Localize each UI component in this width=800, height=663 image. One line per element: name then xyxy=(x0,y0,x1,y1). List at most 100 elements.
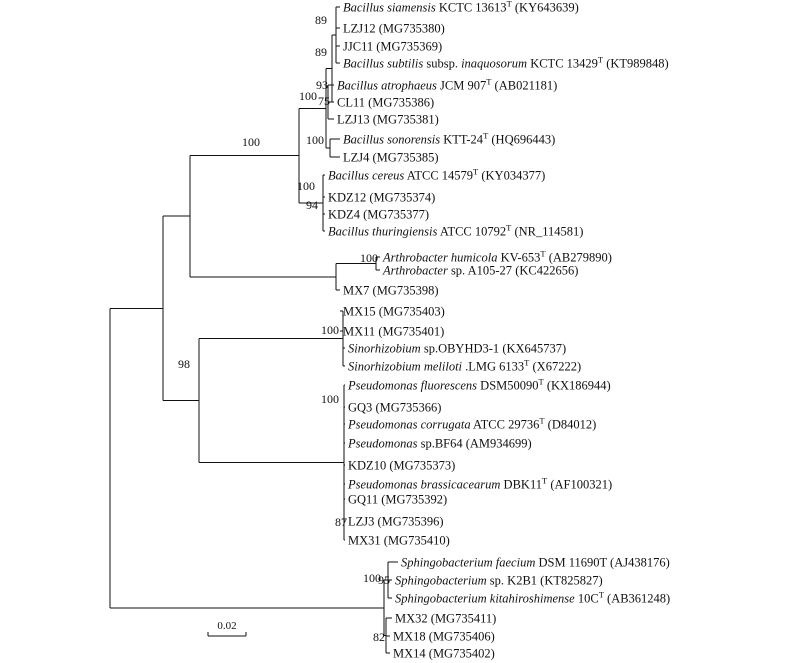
leaf-label-part: MX18 xyxy=(393,630,426,644)
bootstrap-value: 100 xyxy=(297,179,315,193)
bootstrap-value: 95 xyxy=(378,573,390,587)
leaf-label: Sinorhizobium sp.OBYHD3-1 (KX645737) xyxy=(348,342,566,356)
leaf-label: CL11 (MG735386) xyxy=(337,96,434,110)
leaf-label-part: (KC422656) xyxy=(515,264,578,278)
leaf-label-part: Arthrobacter humicola xyxy=(382,251,497,265)
leaf-label: Pseudomonas brassicacearum DBK11T (AF100… xyxy=(347,476,612,492)
bootstrap-value: 100 xyxy=(321,392,339,406)
leaf-label-part: (AB361248) xyxy=(607,592,670,606)
tree-branches xyxy=(109,6,398,654)
leaf-label-part: 10C xyxy=(578,592,599,606)
leaf-label: Sinorhizobium meliloti .LMG 6133T (X6722… xyxy=(348,358,581,374)
type-strain-marker: T xyxy=(507,0,513,9)
leaf-label-part: GQ3 xyxy=(348,401,372,415)
leaf-label-part: (MG735373) xyxy=(389,459,455,473)
leaf-label: KDZ10 (MG735373) xyxy=(348,459,455,473)
leaf-label: MX14 (MG735402) xyxy=(393,647,495,661)
leaf-label: LZJ4 (MG735385) xyxy=(343,151,438,165)
leaf-label: JJC11 (MG735369) xyxy=(343,40,442,54)
leaf-label: MX32 (MG735411) xyxy=(395,612,496,626)
leaf-label-part: (MG735398) xyxy=(373,284,439,298)
leaf-label-part: inaquosorum xyxy=(461,57,527,71)
leaf-label-part: (MG735406) xyxy=(429,630,495,644)
leaf-label-part: .LMG 6133 xyxy=(465,360,524,374)
type-strain-marker: T xyxy=(473,167,479,177)
type-strain-marker: T xyxy=(486,77,492,87)
leaf-label: LZJ3 (MG735396) xyxy=(348,515,443,529)
leaf-label: Bacillus siamensis KCTC 13613T (KY643639… xyxy=(343,0,579,15)
type-strain-marker: T xyxy=(542,476,548,486)
leaf-label-part: (KT989848) xyxy=(606,57,669,71)
leaf-label-part: Bacillus subtilis xyxy=(343,57,423,71)
leaf-label-part: GQ11 xyxy=(348,493,378,507)
leaf-label: Arthrobacter sp. A105-27 (KC422656) xyxy=(382,264,578,278)
bootstrap-value: 75 xyxy=(318,94,330,108)
type-strain-marker: T xyxy=(483,131,489,141)
leaf-label-part: Pseudomonas corrugata xyxy=(347,418,471,432)
leaf-label-part: LZJ3 xyxy=(348,515,374,529)
leaf-label-part: DSM 11690T xyxy=(538,556,607,570)
leaf-label-part: Bacillus thuringiensis xyxy=(328,225,438,239)
bootstrap-value: 94 xyxy=(306,198,318,212)
leaf-label-part: (KY643639) xyxy=(515,1,579,15)
leaf-label-part: MX11 xyxy=(343,325,375,339)
leaf-label-part: (AJ438176) xyxy=(610,556,670,570)
leaf-label-part: (MG735366) xyxy=(375,401,441,415)
leaf-label-part: ATCC 10792 xyxy=(440,225,506,239)
leaf-label-part: KDZ12 xyxy=(328,191,366,205)
leaf-label-part: Sphingobacterium faecium xyxy=(401,556,535,570)
leaf-label-part: MX7 xyxy=(343,284,369,298)
leaf-label-part: (KX645737) xyxy=(502,342,566,356)
leaf-label-part: Bacillus atrophaeus xyxy=(337,79,437,93)
bootstrap-value: 87 xyxy=(335,515,347,529)
leaf-label-part: (MG735396) xyxy=(378,515,444,529)
leaf-label-part: (MG735385) xyxy=(373,151,439,165)
leaf-label-part: LZJ4 xyxy=(343,151,370,165)
type-strain-marker: T xyxy=(539,416,545,426)
leaf-label-part: (MG735392) xyxy=(381,493,447,507)
leaf-label: LZJ13 (MG735381) xyxy=(337,113,439,127)
leaf-label-part: (HQ696443) xyxy=(491,133,555,147)
bootstrap-value: 100 xyxy=(242,135,260,149)
type-strain-marker: T xyxy=(540,249,546,259)
leaf-label-part: Bacillus sonorensis xyxy=(343,133,440,147)
leaf-label-part: (AM934699) xyxy=(466,437,532,451)
leaf-label-part: (AB279890) xyxy=(549,251,612,265)
leaf-label-part: sp.OBYHD3-1 xyxy=(424,342,499,356)
leaf-label: MX11 (MG735401) xyxy=(343,325,444,339)
leaf-label-part: KDZ10 xyxy=(348,459,386,473)
leaf-label: KDZ4 (MG735377) xyxy=(328,208,429,222)
scale-bar: 0.02 xyxy=(207,620,247,637)
leaf-label-part: (MG735401) xyxy=(378,325,444,339)
bootstrap-value: 100 xyxy=(306,133,324,147)
leaf-label-part: KV-653 xyxy=(501,251,541,265)
leaf-label: GQ3 (MG735366) xyxy=(348,401,441,415)
leaf-label: Bacillus thuringiensis ATCC 10792T (NR_1… xyxy=(328,223,583,239)
bootstrap-value: 89 xyxy=(315,13,327,27)
leaf-label-part: Arthrobacter xyxy=(382,264,448,278)
leaf-label-part: (KY034377) xyxy=(481,169,545,183)
leaf-label: Bacillus subtilis subsp. inaquosorum KCT… xyxy=(343,55,669,71)
leaf-label-part: DSM50090 xyxy=(480,379,538,393)
type-strain-marker: T xyxy=(539,377,545,387)
leaf-label-part: Bacillus siamensis xyxy=(343,1,436,15)
bootstrap-value: 89 xyxy=(315,45,327,59)
leaf-label-part: (MG735381) xyxy=(373,113,439,127)
leaf-label-part: Sphingobacterium kitahiroshimense xyxy=(395,592,575,606)
leaf-label-part: Sinorhizobium xyxy=(348,342,421,356)
leaf-label-part: (MG735377) xyxy=(363,208,429,222)
bootstrap-value: 100 xyxy=(299,89,317,103)
leaf-label-part: Pseudomonas brassicacearum xyxy=(347,478,500,492)
leaf-label-part: ATCC 29736 xyxy=(473,418,539,432)
leaf-label-part: KTT-24 xyxy=(443,133,484,147)
leaf-label-part: (AF100321) xyxy=(550,478,612,492)
leaf-label-part: (MG735402) xyxy=(429,647,495,661)
leaf-label-part: (MG735369) xyxy=(376,40,442,54)
type-strain-marker: T xyxy=(599,590,605,600)
leaf-label-part: (NR_114581) xyxy=(514,225,583,239)
leaf-label-part: (MG735403) xyxy=(379,305,445,319)
leaf-label: MX7 (MG735398) xyxy=(343,284,439,298)
leaf-label-part: MX31 xyxy=(348,534,381,548)
leaf-label-part: Pseudomonas xyxy=(347,437,418,451)
leaf-label-part: JJC11 xyxy=(343,40,373,54)
